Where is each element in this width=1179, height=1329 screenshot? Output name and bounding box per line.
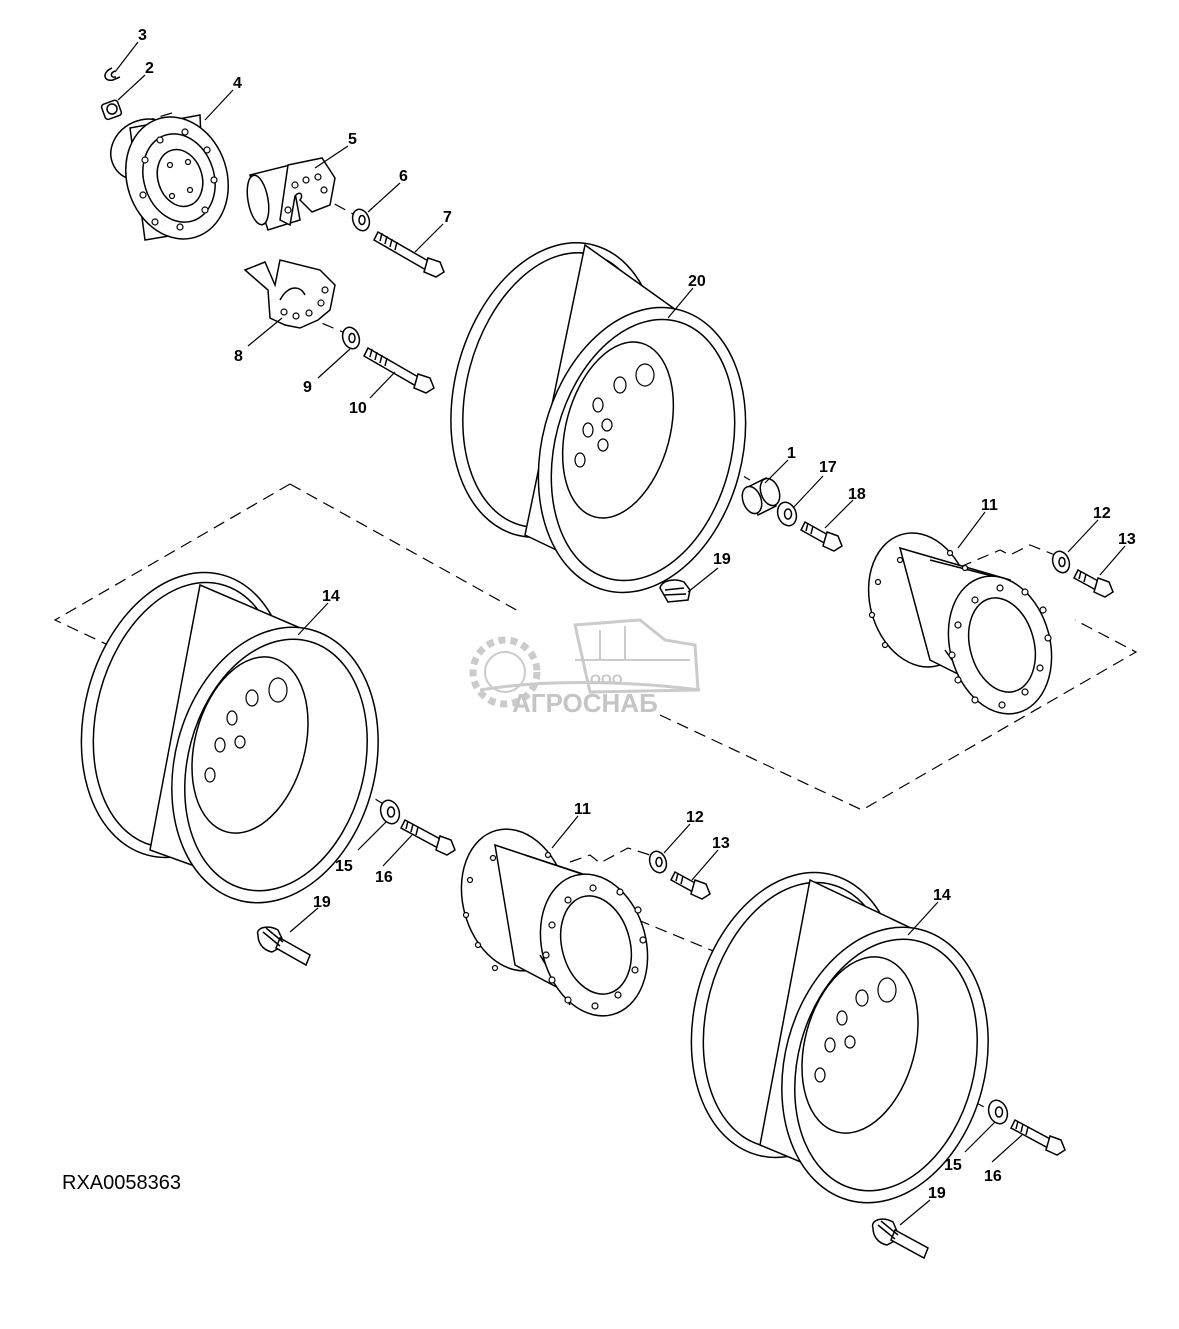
part-5-clamp-upper [246,157,336,231]
callout-17: 17 [819,459,837,476]
callout-13-bottom: 13 [712,835,730,852]
callout-3: 3 [138,27,147,44]
callout-19-left: 19 [313,894,331,911]
callout-19-bottom: 19 [928,1185,946,1202]
part-1-spacer [741,476,781,517]
part-6-washer [351,208,371,232]
callout-8: 8 [234,348,243,365]
part-15-washer-left [379,799,401,825]
part-14-wheel-rim-bottom [690,871,989,1204]
callout-9: 9 [303,379,312,396]
part-11-hub-spacer-bottom [460,828,649,1017]
part-16-bolt-bottom [1010,1118,1066,1156]
callout-13-top: 13 [1118,531,1136,548]
watermark-company-name: АГРОСНАБ [512,688,658,718]
part-19-valve-stem-bottom [871,1218,929,1260]
part-2-castle-nut [100,99,123,121]
callout-14-left: 14 [322,588,340,605]
part-17-washer [776,501,798,527]
watermark: ООО АГРОСНАБ [469,618,701,718]
callout-20: 20 [688,273,706,290]
callout-12-top: 12 [1093,505,1111,522]
callout-2: 2 [145,60,154,77]
part-10-bolt [363,346,435,394]
part-12-washer-top [1051,550,1071,574]
part-8-clamp-lower [243,259,336,329]
callout-15-bottom: 15 [944,1157,962,1174]
part-19-valve-stem-top [659,579,691,603]
watermark-prefix: ООО [590,671,623,687]
part-19-valve-stem-left [256,926,311,967]
callout-4: 4 [233,75,242,92]
callout-15-left: 15 [335,858,353,875]
part-11-hub-spacer-top [867,532,1053,715]
part-16-bolt-left [400,818,456,856]
part-9-washer [341,326,361,350]
callout-18: 18 [848,486,866,503]
callout-16-bottom: 16 [984,1168,1002,1185]
part-15-washer-bottom [987,1099,1009,1125]
callout-19-top: 19 [713,551,731,568]
callout-labels: 3 2 4 5 6 7 8 9 10 20 1 17 18 19 11 12 1… [138,27,1136,1202]
part-13-bolt-bottom [670,870,711,900]
part-3-clip-ring [104,67,121,81]
leader-lines [114,41,1126,1226]
part-4-hub [110,114,230,241]
callout-11-bottom: 11 [574,801,591,818]
figure-reference-code: RXA0058363 [62,1172,181,1194]
part-20-wheel-rim [450,242,747,594]
callout-11-top: 11 [981,497,998,514]
part-18-bolt [800,520,843,552]
callout-10: 10 [349,400,367,417]
callout-6: 6 [399,168,408,185]
part-13-bolt-top [1073,568,1114,598]
callout-16-left: 16 [375,869,393,886]
callout-1: 1 [787,445,796,462]
callout-7: 7 [443,209,452,226]
part-7-bolt [373,230,445,278]
part-14-wheel-rim-left [80,571,379,904]
callout-14-bottom: 14 [933,887,951,904]
callout-5: 5 [348,131,357,148]
callout-12-bottom: 12 [686,809,704,826]
part-12-washer-bottom [648,850,668,874]
